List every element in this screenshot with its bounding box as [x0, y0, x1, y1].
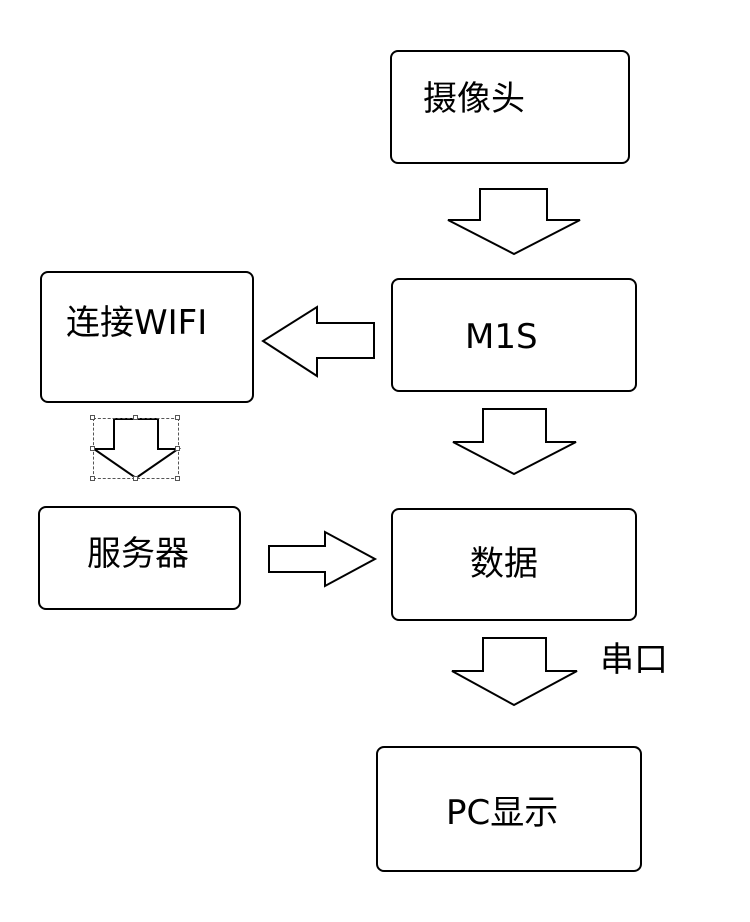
node-data-label: 数据 [470, 544, 538, 584]
arrow-m1s-to-data [452, 408, 577, 476]
node-pc-display [376, 746, 642, 872]
resize-handle-top-right[interactable] [175, 415, 180, 420]
node-server [38, 506, 241, 610]
arrow-wifi-to-server [90, 418, 182, 480]
node-camera-label: 摄像头 [423, 79, 525, 119]
arrow-m1s-to-wifi [261, 305, 375, 378]
resize-handle-middle-right[interactable] [175, 446, 180, 451]
node-m1s [391, 278, 637, 392]
node-wifi-label: 连接WIFI [66, 303, 208, 343]
edge-label-serial-port: 串口 [600, 640, 668, 680]
resize-handle-top-middle[interactable] [133, 415, 138, 420]
arrow-camera-to-m1s [447, 188, 581, 256]
selection-frame[interactable] [93, 418, 179, 479]
node-data [391, 508, 637, 621]
resize-handle-bottom-left[interactable] [90, 476, 95, 481]
node-m1s-label: M1S [465, 317, 538, 357]
resize-handle-bottom-middle[interactable] [133, 476, 138, 481]
resize-handle-middle-left[interactable] [90, 446, 95, 451]
arrow-data-to-pc-display [451, 637, 578, 707]
resize-handle-bottom-right[interactable] [175, 476, 180, 481]
node-camera [390, 50, 630, 164]
arrow-server-to-data [268, 530, 378, 588]
resize-handle-top-left[interactable] [90, 415, 95, 420]
node-wifi [40, 271, 254, 403]
node-server-label: 服务器 [87, 534, 189, 574]
node-pc-display-label: PC显示 [446, 793, 559, 833]
